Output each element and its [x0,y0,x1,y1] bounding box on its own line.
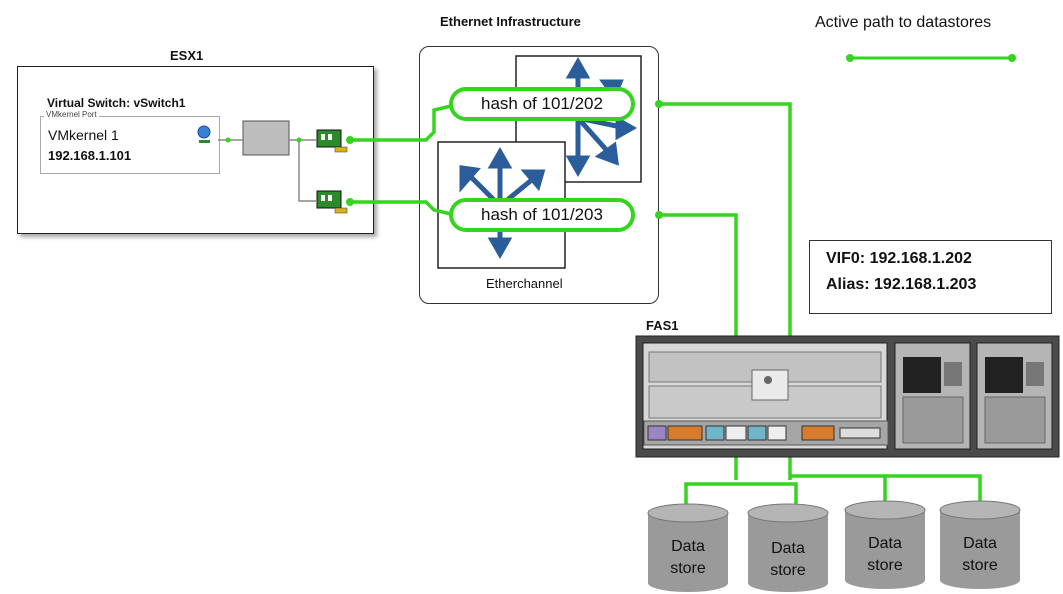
vswitch-label: Virtual Switch: vSwitch1 [47,96,186,110]
vmkernel-name: VMkernel 1 [48,127,119,143]
datastore-4-label: Data store [940,533,1020,577]
ethernet-infrastructure-title: Ethernet Infrastructure [440,14,581,29]
datastore-2-icon[interactable] [747,503,829,592]
datastore-label-line: store [770,562,806,579]
nic-2-icon[interactable] [316,190,348,214]
vif-box [809,240,1052,314]
etherchannel-label: Etherchannel [486,276,563,291]
storage-chassis[interactable] [635,335,1060,458]
hash-path-2-label: hash of 101/203 [481,205,603,224]
hash-path-1[interactable]: hash of 101/202 [449,87,635,121]
storage-title: FAS1 [646,318,679,333]
datastore-1-icon[interactable] [647,503,729,592]
datastore-label-line: Data [671,538,705,555]
datastore-label-line: Data [771,540,805,557]
vmkernel-port-group[interactable] [40,116,220,174]
nic-1-icon[interactable] [316,129,348,153]
datastore-label-line: Data [963,535,997,552]
legend-text: Active path to datastores [815,14,992,31]
vif-address: VIF0: 192.168.1.202 [826,250,972,267]
vmkernel-adapter-icon [197,125,211,143]
hash-path-2[interactable]: hash of 101/203 [449,198,635,232]
hash-path-1-label: hash of 101/202 [481,94,603,113]
datastore-label-line: Data [868,535,902,552]
legend-line [846,54,1016,62]
esx-host-title: ESX1 [170,48,204,63]
datastore-1-label: Data store [648,536,728,580]
vmkernel-ip: 192.168.1.101 [48,148,132,163]
datastore-4-icon[interactable] [939,500,1021,589]
datastore-3-label: Data store [845,533,925,577]
datastore-label-line: store [670,560,706,577]
alias-address: Alias: 192.168.1.203 [826,276,977,293]
vswitch-block[interactable] [242,120,290,156]
datastore-label-line: store [962,557,998,574]
datastore-label-line: store [867,557,903,574]
vmkernel-port-label: VMkernel Port [44,110,99,119]
datastore-2-label: Data store [748,538,828,582]
datastore-3-icon[interactable] [844,500,926,589]
